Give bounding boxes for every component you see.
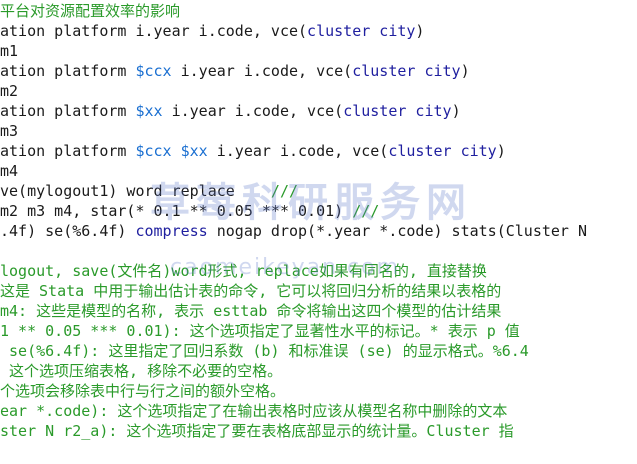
code-line[interactable]: 这是 Stata 中用于输出估计表的命令, 它可以将回归分析的结果以表格的 [0,281,501,301]
code-token: $ccx [135,62,172,80]
code-line[interactable]: m1 [0,41,18,61]
code-token: i.year i.code, vce( [171,62,353,80]
code-token: $xx [180,142,208,160]
code-token: ster N r2_a): 这个选项指定了要在表格底部显示的统计量。Cluste… [0,422,514,440]
code-token [172,142,181,160]
code-token: $ccx [135,142,172,160]
code-line[interactable]: m2 [0,81,18,101]
code-token: ation platform [0,142,136,160]
code-token: 1 ** 0.05 *** 0.01): 这个选项指定了显著性水平的标记。* 表… [0,322,520,340]
code-token: ) [451,102,461,120]
code-line[interactable]: 个选项会移除表中行与行之间的额外空格。 [0,381,285,401]
code-token: cluster city [388,142,497,160]
code-token: i.year i.code, vce( [207,142,389,160]
code-line[interactable]: m3 [0,121,18,141]
code-token: 个选项会移除表中行与行之间的额外空格。 [0,382,286,400]
code-token: m1 [0,42,19,60]
code-token: logout, save(文件名)word形式, replace如果有同名的, … [0,262,487,280]
code-token: cluster city [343,102,452,120]
code-token: m3 [0,122,19,140]
code-token: cluster city [352,62,461,80]
code-token: ve(mylogout1) word replace [0,182,235,200]
code-line[interactable]: ation platform $xx i.year i.code, vce(cl… [0,101,461,121]
code-line[interactable]: 1 ** 0.05 *** 0.01): 这个选项指定了显著性水平的标记。* 表… [0,321,520,341]
code-line[interactable]: se(%6.4f): 这里指定了回归系数 (b) 和标准误 (se) 的显示格式… [0,341,529,361]
code-token: ) [496,142,506,160]
code-token: i.year i.code, vce( [162,102,344,120]
code-line[interactable]: m2 m3 m4, star(* 0.1 ** 0.05 *** 0.01) /… [0,201,379,221]
code-token: ation platform i.year i.code, vce( [0,22,308,40]
code-token: m2 m3 m4, star(* 0.1 ** 0.05 *** 0.01) [0,202,353,220]
code-token: ear *.code): 这个选项指定了在输出表格时应该从模型名称中删除的文本 [0,402,508,420]
code-line[interactable]: ve(mylogout1) word replace /// [0,181,298,201]
code-line[interactable]: ear *.code): 这个选项指定了在输出表格时应该从模型名称中删除的文本 [0,401,507,421]
code-token: m2 [0,82,19,100]
code-line[interactable]: .4f) se(%6.4f) compress nogap drop(*.yea… [0,221,587,241]
code-token: 这个选项压缩表格, 移除不必要的空格。 [0,362,283,380]
code-token: .4f) se(%6.4f) [0,222,136,240]
code-token: 平台对资源配置效率的影响 [0,2,181,20]
code-token: cluster city [307,22,416,40]
code-line[interactable]: logout, save(文件名)word形式, replace如果有同名的, … [0,261,487,281]
code-token: ation platform [0,102,136,120]
code-token: /// [352,202,380,220]
code-token: /// [234,182,299,200]
code-line[interactable]: ster N r2_a): 这个选项指定了要在表格底部显示的统计量。Cluste… [0,421,514,441]
code-line[interactable]: 这个选项压缩表格, 移除不必要的空格。 [0,361,282,381]
code-line[interactable]: ation platform $ccx $xx i.year i.code, v… [0,141,506,161]
code-token: m4 [0,162,19,180]
code-token: m4: 这些是模型的名称, 表示 esttab 命令将输出这四个模型的估计结果 [0,302,502,320]
code-token: compress [135,222,208,240]
code-token: $xx [135,102,163,120]
code-token: ) [460,62,470,80]
code-line[interactable]: ation platform $ccx i.year i.code, vce(c… [0,61,470,81]
code-token: ation platform [0,62,136,80]
code-line[interactable]: m4 [0,161,18,181]
code-token: ) [415,22,425,40]
code-line[interactable]: m4: 这些是模型的名称, 表示 esttab 命令将输出这四个模型的估计结果 [0,301,501,321]
code-line[interactable]: ation platform i.year i.code, vce(cluste… [0,21,424,41]
code-token: nogap drop(*.year *.code) stats(Cluster … [207,222,588,240]
code-token: se(%6.4f): 这里指定了回归系数 (b) 和标准误 (se) 的显示格式… [0,342,529,360]
code-token: 这是 Stata 中用于输出估计表的命令, 它可以将回归分析的结果以表格的 [0,282,502,300]
code-line[interactable]: 平台对资源配置效率的影响 [0,1,180,21]
